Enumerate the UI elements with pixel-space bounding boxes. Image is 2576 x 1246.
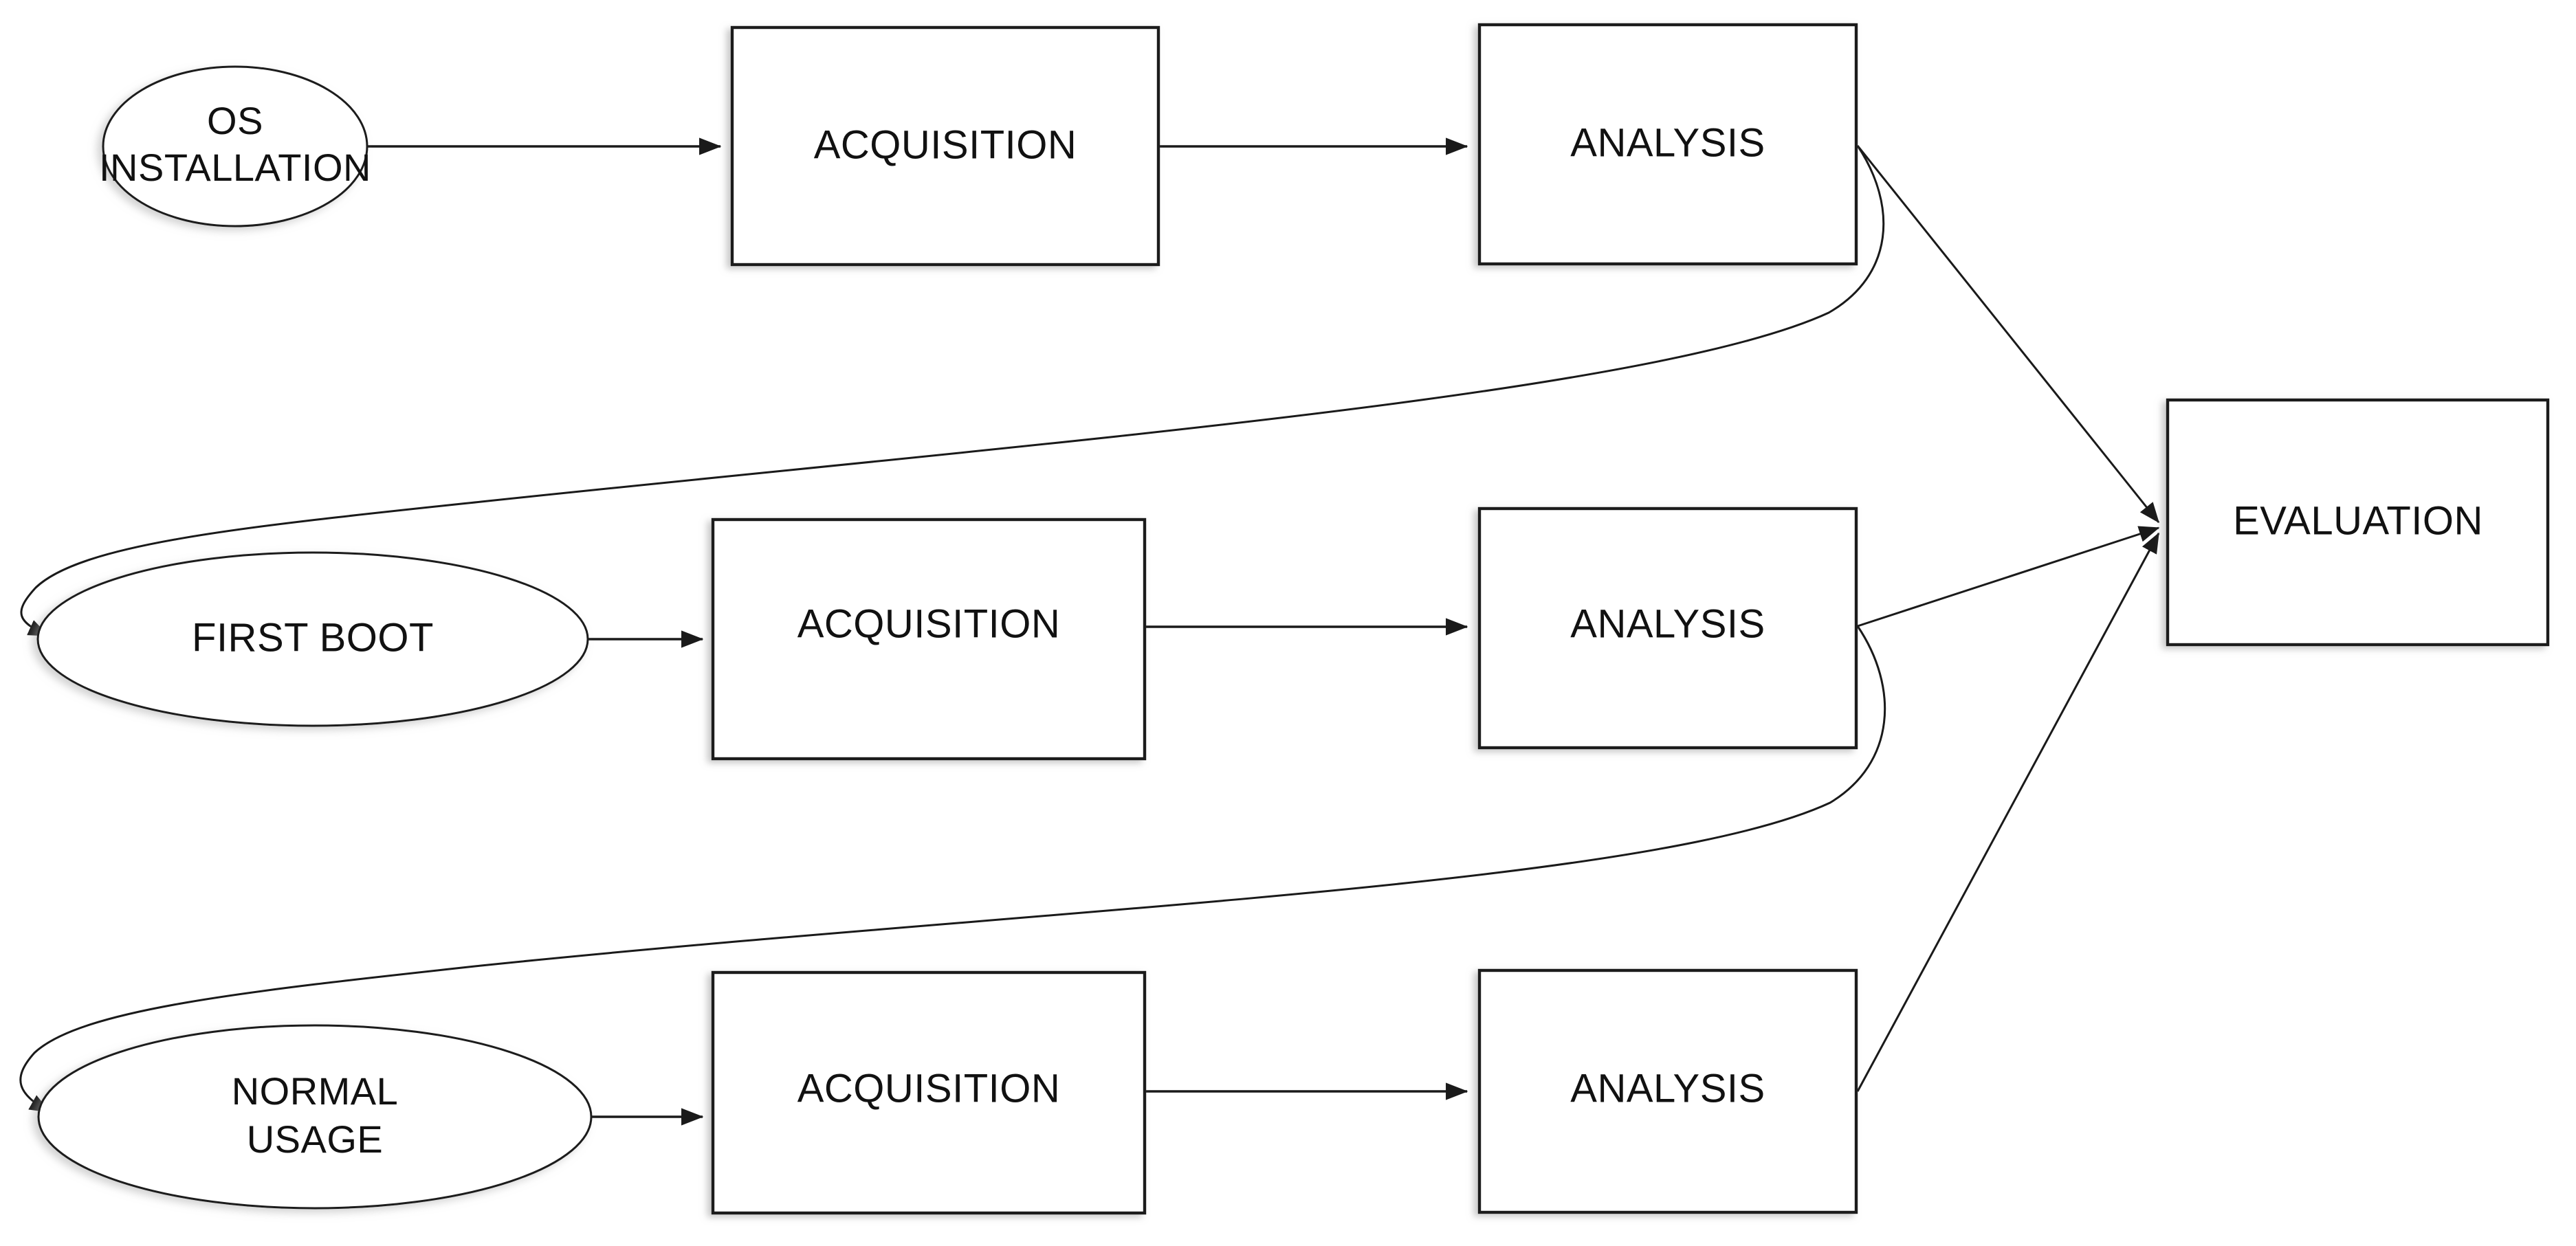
acquisition-row1-rect[interactable] xyxy=(730,25,1160,267)
node-analysis-row3[interactable]: ANALYSIS xyxy=(1477,968,1858,1214)
first-boot-ellipse[interactable] xyxy=(36,551,589,727)
edge-analysis-2-to-evaluation xyxy=(1857,526,2160,627)
node-analysis-row1[interactable]: ANALYSIS xyxy=(1477,23,1858,266)
analysis-row3-rect[interactable] xyxy=(1477,968,1858,1214)
acquisition-row2-rect[interactable] xyxy=(711,518,1147,761)
edge-analysis-3-to-evaluation xyxy=(1856,532,2160,1092)
acquisition-row3-rect[interactable] xyxy=(711,970,1147,1215)
edge-analysis-2-to-normal-usage xyxy=(19,625,1886,1113)
nodes-layer: OS INSTALLATION ACQUISITION ANALYSIS FIR… xyxy=(36,23,2550,1215)
analysis-row1-rect[interactable] xyxy=(1477,23,1858,266)
node-acquisition-row1[interactable]: ACQUISITION xyxy=(730,25,1160,267)
evaluation-rect[interactable] xyxy=(2166,398,2550,647)
analysis-row2-rect[interactable] xyxy=(1477,507,1858,750)
edges-layer xyxy=(19,137,2160,1126)
os-installation-ellipse[interactable] xyxy=(102,65,368,227)
node-normal-usage[interactable]: NORMAL USAGE xyxy=(37,1024,593,1210)
node-first-boot[interactable]: FIRST BOOT xyxy=(36,551,589,727)
node-analysis-row2[interactable]: ANALYSIS xyxy=(1477,507,1858,750)
node-acquisition-row3[interactable]: ACQUISITION xyxy=(711,970,1147,1215)
node-os-installation[interactable]: OS INSTALLATION xyxy=(99,65,371,227)
edge-analysis-1-to-first-boot xyxy=(20,145,1885,637)
node-acquisition-row2[interactable]: ACQUISITION xyxy=(711,518,1147,761)
edge-analysis-1-to-evaluation xyxy=(1856,145,2160,524)
node-evaluation[interactable]: EVALUATION xyxy=(2166,398,2550,647)
normal-usage-ellipse[interactable] xyxy=(37,1024,593,1210)
